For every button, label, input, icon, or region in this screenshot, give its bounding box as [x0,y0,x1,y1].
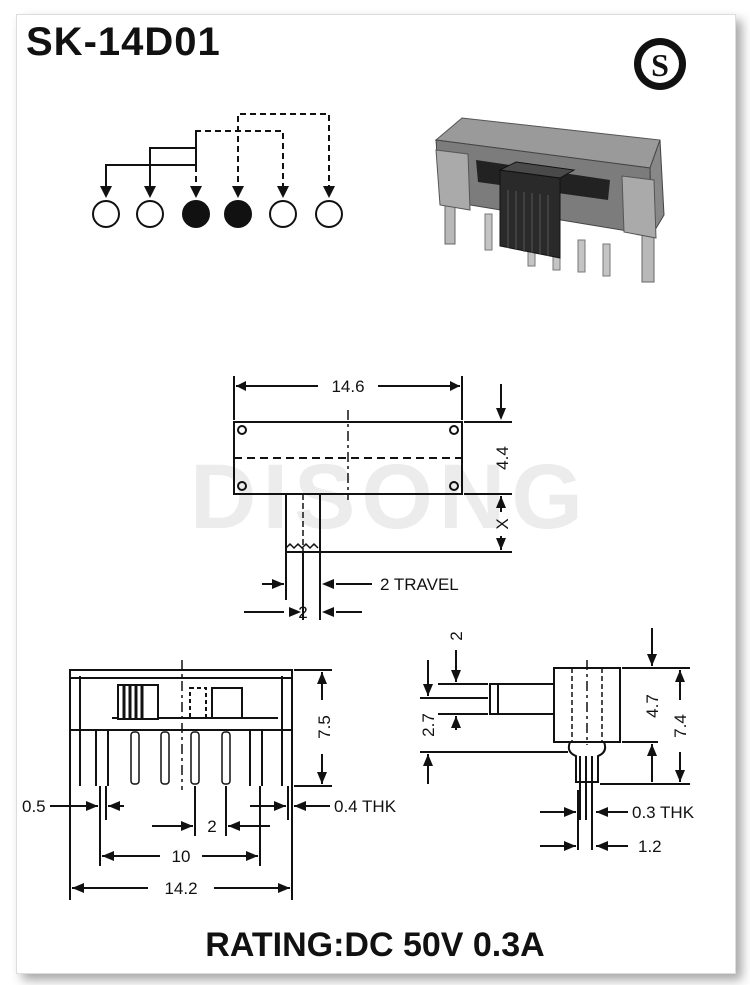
front-view-drawing [50,660,332,900]
dim-x-label: X [493,518,512,529]
contact-3 [182,200,210,228]
dim-travel-width: 2 [298,603,307,622]
dim-side-pin-thk: 0.3 THK [632,803,695,822]
side-view-arrows [423,654,685,851]
dim-side-total-height: 7.4 [671,714,690,738]
s-logo-icon: S [634,38,686,90]
contact-4 [224,200,252,228]
dim-top-width: 14.6 [331,377,364,396]
top-view-arrows [236,381,506,617]
side-view-drawing [420,628,690,850]
dim-overall-width: 14.2 [164,879,197,898]
contact-row [92,200,343,228]
dim-travel-label: 2 TRAVEL [380,575,459,594]
dim-pin-thk: 0.4 THK [334,797,397,816]
top-view-drawing [233,376,512,620]
logo-letter: S [651,47,669,83]
dim-side-body-height: 4.7 [643,694,662,718]
switch-photo-image [434,117,665,283]
part-number-title: SK-14D01 [26,20,221,64]
dim-side-actuator: 2 [447,631,466,640]
contact-1 [92,200,120,228]
watermark-text: DISONG [190,446,589,548]
dim-pin-span: 10 [172,847,191,866]
dim-side-pin-offset: 1.2 [638,837,662,856]
contact-2 [136,200,164,228]
switch-schematic [100,113,335,198]
dim-side-act-height: 2.7 [419,713,438,737]
dim-pin-width: 0.5 [22,797,46,816]
contact-6 [315,200,343,228]
rating-text: RATING:DC 50V 0.3A [205,926,545,964]
dim-pin-pitch: 2 [207,817,216,836]
dim-top-height: 4.4 [493,446,512,470]
contact-5 [269,200,297,228]
dim-front-height: 7.5 [315,715,334,739]
front-view-arrows [72,672,327,893]
